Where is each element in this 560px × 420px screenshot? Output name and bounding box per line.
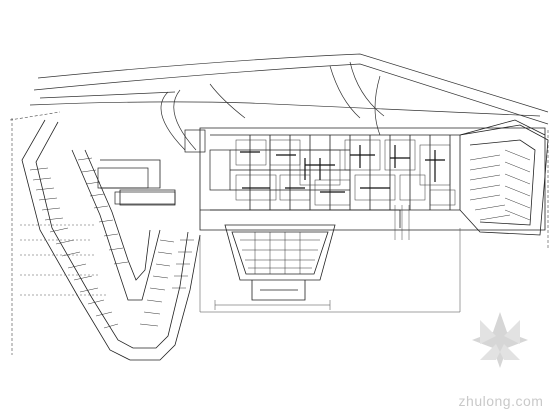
left-wing-rooms [29,157,194,329]
watermark: zhulong.com [456,391,546,410]
detail-blocks [97,129,231,205]
site-boundary [9,111,549,355]
main-building-hatch [240,145,445,193]
main-building-interior [235,139,456,206]
road-linework [29,53,549,151]
left-wing [21,119,201,361]
main-building [199,119,546,231]
watermark-logo [472,312,528,368]
grid-axes-left [20,224,108,296]
lower-block-rooms [240,232,320,274]
lower-block [224,224,336,301]
dimension-lines [199,205,461,313]
right-wing-rooms [469,149,531,221]
watermark-text: zhulong.com [458,393,544,409]
right-wing [459,124,549,236]
